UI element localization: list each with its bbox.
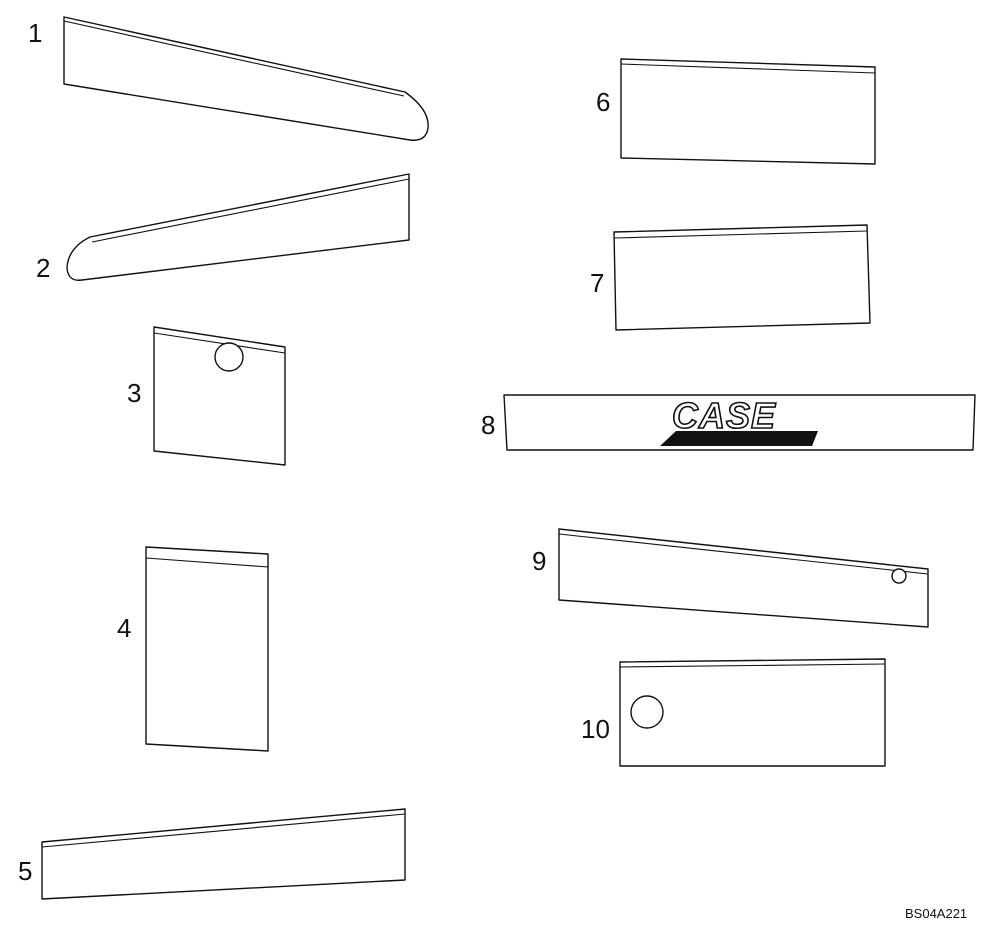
drawing-code: BS04A221 bbox=[905, 906, 967, 921]
part-label-2: 2 bbox=[36, 253, 50, 283]
part-label-7: 7 bbox=[590, 268, 604, 298]
part-label-1: 1 bbox=[28, 18, 42, 48]
decal-1: 1 bbox=[28, 16, 429, 141]
part-label-5: 5 bbox=[18, 856, 32, 886]
decal-5: 5 bbox=[18, 808, 406, 900]
part-label-10: 10 bbox=[581, 714, 610, 744]
decal-8: CASE 8 bbox=[481, 394, 976, 451]
part-label-8: 8 bbox=[481, 410, 495, 440]
logo-underline-bar bbox=[660, 431, 818, 446]
case-logo-text: CASE bbox=[672, 395, 776, 436]
decal-7: 7 bbox=[590, 224, 871, 331]
part-label-9: 9 bbox=[532, 546, 546, 576]
decal-4: 4 bbox=[117, 546, 269, 752]
decal-3: 3 bbox=[127, 326, 286, 466]
decal-10: 10 bbox=[581, 658, 886, 767]
part-label-3: 3 bbox=[127, 378, 141, 408]
hole-10 bbox=[630, 695, 664, 729]
part-label-4: 4 bbox=[117, 613, 131, 643]
decal-2: 2 bbox=[36, 173, 410, 283]
hole-9 bbox=[891, 568, 907, 584]
part-label-6: 6 bbox=[596, 87, 610, 117]
decal-6: 6 bbox=[596, 58, 876, 165]
decal-9: 9 bbox=[532, 528, 929, 628]
case-logo: CASE bbox=[660, 394, 818, 446]
hole-3 bbox=[214, 342, 244, 372]
